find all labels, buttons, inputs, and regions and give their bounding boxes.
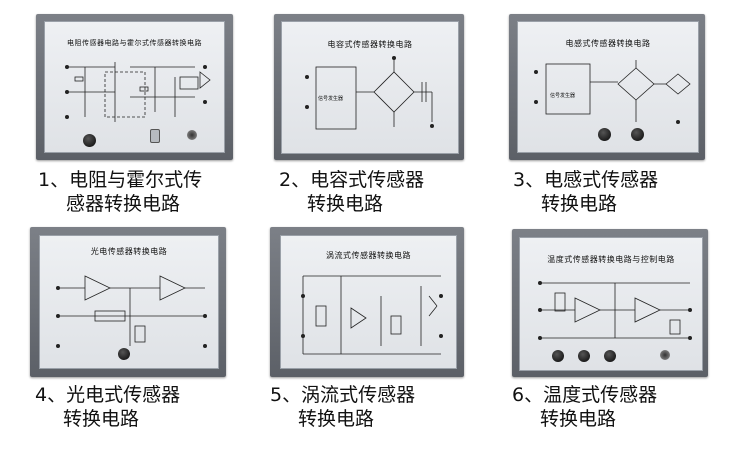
plate-title: 涡流式传感器转换电路: [326, 251, 411, 260]
knob-icon[interactable]: [118, 348, 130, 360]
plate-title: 光电传感器转换电路: [90, 247, 168, 256]
circuit-plate: 温度式传感器转换电路与控制电路: [519, 237, 703, 371]
panel-photoelectric: 光电传感器转换电路: [30, 227, 226, 377]
knob-icon[interactable]: [598, 128, 611, 141]
caption-line-1: 1、电阻与霍尔式传: [38, 169, 203, 191]
terminal-jack-icon: [65, 65, 69, 69]
toggle-switch-icon[interactable]: [187, 130, 197, 140]
knob-icon[interactable]: [631, 128, 644, 141]
circuit-diagram: [65, 62, 211, 122]
plate-title: 电容式传感器转换电路: [327, 40, 413, 49]
circuit-plate: 电阻传感器电路与霍尔式传感器转换电路: [44, 21, 225, 153]
knob-icon[interactable]: [552, 350, 564, 362]
panel-resistance-hall: 电阻传感器电路与霍尔式传感器转换电路: [36, 14, 233, 160]
plate-title: 电感式传感器转换电路: [565, 39, 651, 48]
block-label: 信号发生器: [550, 93, 576, 99]
plate-title: 温度式传感器转换电路与控制电路: [547, 255, 675, 264]
toggle-switch-icon[interactable]: [150, 129, 160, 143]
caption-line-1: 6、温度式传感器: [512, 384, 658, 406]
caption-line-1: 2、电容式传感器: [279, 169, 425, 191]
caption-5: 5、涡流式传感器 转换电路: [270, 383, 415, 431]
caption-line-2: 转换电路: [541, 193, 618, 215]
panel-inductive: 电感式传感器转换电路 信号发生器: [509, 14, 705, 160]
circuit-plate: 涡流式传感器转换电路: [280, 235, 457, 369]
panel-eddy-current: 涡流式传感器转换电路: [270, 227, 464, 377]
caption-4: 4、光电式传感器 转换电路: [35, 383, 180, 431]
circuit-diagram: [538, 281, 692, 340]
knob-icon[interactable]: [83, 134, 96, 147]
knob-icon[interactable]: [604, 350, 616, 362]
caption-line-2: 转换电路: [540, 408, 617, 430]
circuit-plate: 电感式传感器转换电路 信号发生器: [517, 21, 699, 153]
circuit-diagram: [56, 275, 207, 348]
circuit-diagram: [534, 60, 691, 124]
knob-icon[interactable]: [578, 350, 590, 362]
caption-line-2: 转换电路: [298, 408, 375, 430]
caption-line-1: 5、涡流式传感器: [270, 384, 416, 406]
caption-line-1: 3、电感式传感器: [513, 169, 659, 191]
circuit-diagram: [305, 56, 434, 130]
block-label: 信号发生器: [318, 96, 344, 102]
caption-line-2: 感器转换电路: [66, 193, 181, 215]
caption-3: 3、电感式传感器 转换电路: [513, 168, 658, 216]
circuit-plate: 电容式传感器转换电路 信号发生器: [281, 21, 459, 154]
caption-line-2: 转换电路: [307, 193, 384, 215]
caption-6: 6、温度式传感器 转换电路: [512, 383, 657, 431]
panel-capacitive: 电容式传感器转换电路 信号发生器: [274, 14, 464, 160]
caption-line-1: 4、光电式传感器: [35, 384, 181, 406]
toggle-switch-icon[interactable]: [660, 350, 670, 360]
caption-1: 1、电阻与霍尔式传 感器转换电路: [38, 168, 202, 216]
caption-line-2: 转换电路: [63, 408, 140, 430]
plate-title: 电阻传感器电路与霍尔式传感器转换电路: [67, 39, 202, 47]
caption-2: 2、电容式传感器 转换电路: [279, 168, 424, 216]
circuit-diagram: [301, 275, 443, 355]
circuit-plate: 光电传感器转换电路: [39, 235, 219, 369]
panel-temperature: 温度式传感器转换电路与控制电路: [512, 229, 708, 377]
